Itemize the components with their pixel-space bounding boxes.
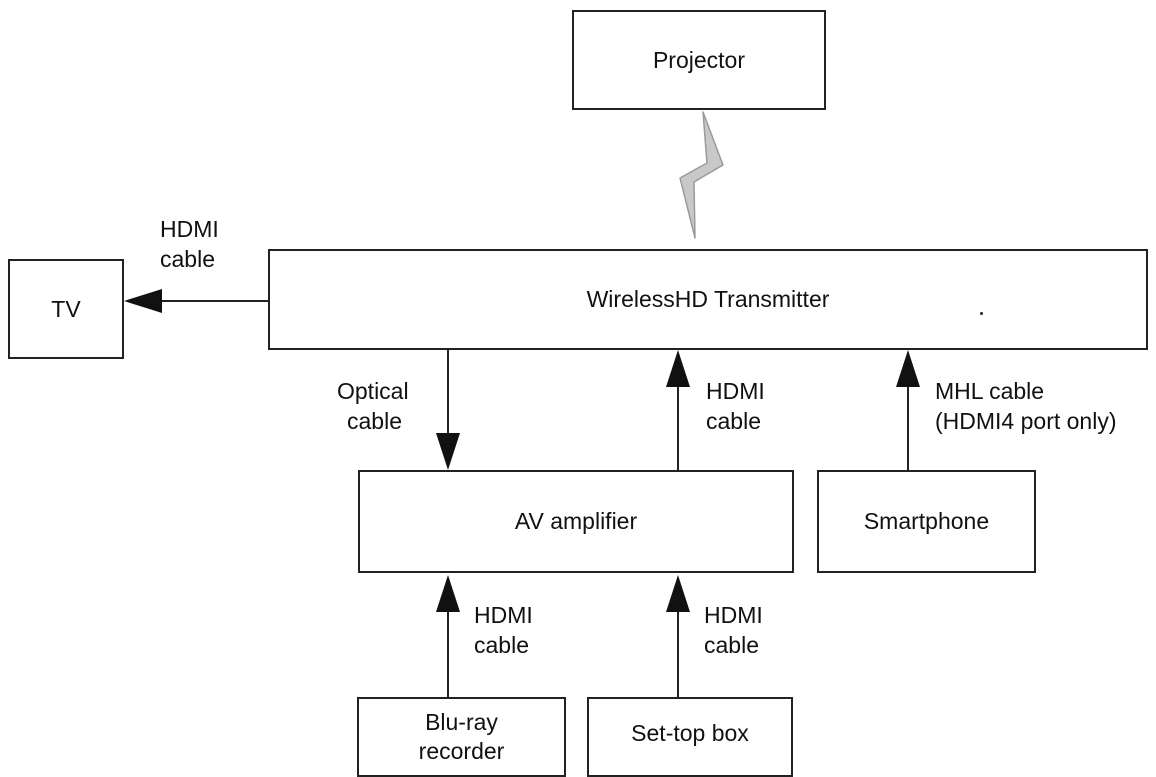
tv-link-label: HDMI cable — [160, 214, 219, 274]
amp-to-tx-label-line1: HDMI — [706, 378, 765, 404]
smartphone-box: Smartphone — [817, 470, 1036, 573]
settop-link-label-line1: HDMI — [704, 602, 763, 628]
settop-label: Set-top box — [631, 719, 749, 746]
arrowhead-to-tv — [124, 289, 162, 313]
projector-box: Projector — [572, 10, 826, 110]
amp-to-tx-label: HDMI cable — [706, 376, 765, 436]
bluray-hdmi-connector — [436, 575, 460, 697]
arrowhead-to-amplifier — [436, 433, 460, 470]
wireless-bolt-icon — [679, 111, 724, 239]
mhl-link-label: MHL cable (HDMI4 port only) — [935, 376, 1116, 436]
tv-hdmi-connector — [124, 289, 268, 313]
settop-hdmi-connector — [666, 575, 690, 697]
bluray-label: Blu-ray recorder — [418, 709, 505, 764]
settop-box: Set-top box — [587, 697, 793, 777]
tv-label: TV — [51, 295, 81, 322]
transmitter-label: WirelessHD Transmitter — [586, 286, 830, 313]
bluray-link-label-line2: cable — [474, 632, 529, 658]
arrowhead-settop-to-amplifier — [666, 575, 690, 612]
amp-to-tx-label-line2: cable — [706, 408, 761, 434]
tv-link-label-line2: cable — [160, 246, 215, 272]
stray-dot — [980, 312, 983, 315]
optical-link-label-line2: cable — [347, 408, 402, 434]
bluray-link-label: HDMI cable — [474, 600, 533, 660]
amplifier-hdmi-connector — [666, 350, 690, 470]
tv-box: TV — [8, 259, 124, 359]
av-amplifier-box: AV amplifier — [358, 470, 794, 573]
arrowhead-bluray-to-amplifier — [436, 575, 460, 612]
optical-link-label-line1: Optical — [337, 378, 409, 404]
settop-link-label-line2: cable — [704, 632, 759, 658]
projector-label: Projector — [652, 46, 746, 73]
optical-connector — [436, 350, 460, 470]
smartphone-label: Smartphone — [863, 508, 990, 535]
mhl-connector — [896, 350, 920, 470]
bluray-box: Blu-ray recorder — [357, 697, 566, 777]
arrowhead-mhl-to-transmitter — [896, 350, 920, 387]
optical-link-label: Optical cable — [337, 376, 409, 436]
bluray-link-label-line1: HDMI — [474, 602, 533, 628]
tv-link-label-line1: HDMI — [160, 216, 219, 242]
settop-link-label: HDMI cable — [704, 600, 763, 660]
arrowhead-to-transmitter — [666, 350, 690, 387]
mhl-link-label-line1: MHL cable — [935, 378, 1045, 404]
av-amplifier-label: AV amplifier — [514, 508, 638, 535]
transmitter-box: WirelessHD Transmitter — [268, 249, 1148, 350]
mhl-link-label-line2: (HDMI4 port only) — [935, 408, 1117, 434]
